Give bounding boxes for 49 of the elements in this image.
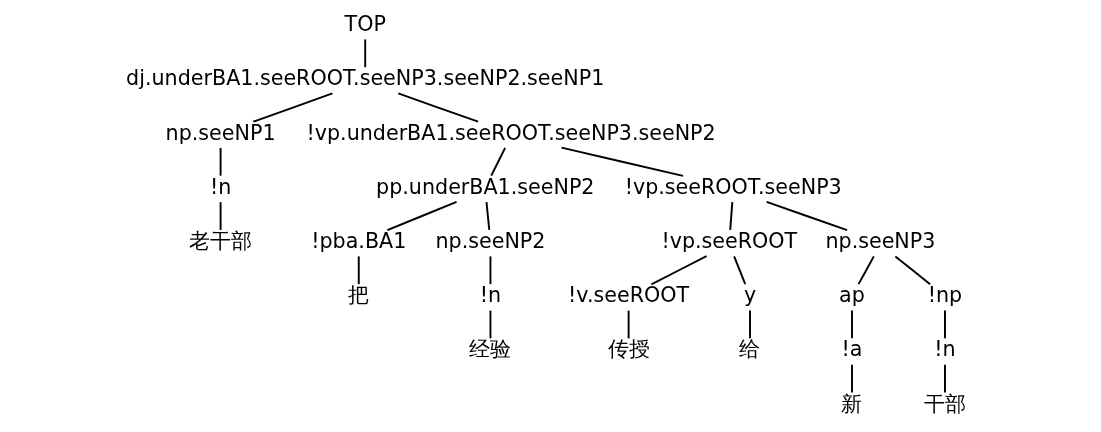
node-text: y [743, 283, 757, 308]
node-text: !n [934, 337, 956, 362]
connector [397, 92, 480, 123]
connector [560, 146, 684, 177]
connector [489, 255, 492, 286]
connector [729, 201, 734, 231]
connector [894, 255, 932, 286]
connector [490, 146, 507, 177]
connector [252, 92, 334, 123]
node-text: np.seeNP2 [435, 229, 546, 254]
node-text: !pba.BA1 [311, 229, 407, 254]
node-text: 经验 [469, 337, 512, 362]
node-text: !a [841, 337, 863, 362]
connector [627, 309, 630, 340]
connector [765, 200, 849, 232]
connector [489, 309, 492, 340]
node-text: np.seeNP3 [825, 229, 936, 254]
connector [851, 309, 853, 340]
node-text: !vp.seeROOT [661, 229, 798, 254]
connector [944, 309, 946, 340]
connector [944, 363, 946, 394]
node-text: 老干部 [189, 229, 253, 254]
node-text: ap [839, 283, 865, 308]
node-text: !v.seeROOT [568, 283, 690, 308]
connector [357, 255, 360, 286]
node-text: !n [209, 174, 232, 199]
connector [219, 201, 222, 231]
node-text: !vp.underBA1.seeROOT.seeNP3.seeNP2 [306, 120, 716, 145]
node-text: dj.underBA1.seeROOT.seeNP3.seeNP2.seeNP1 [126, 66, 605, 91]
connector [650, 255, 708, 286]
connector [364, 38, 367, 69]
connector [749, 309, 751, 340]
node-text: 把 [348, 283, 370, 308]
node-text: !np [927, 283, 963, 308]
node-text: 给 [739, 337, 761, 362]
node-text: TOP [344, 12, 386, 37]
node-text: 新 [841, 391, 863, 416]
node-text: !n [479, 283, 502, 308]
connector [857, 255, 875, 286]
node-text: pp.underBA1.seeNP2 [376, 174, 595, 199]
connector [733, 255, 747, 286]
connector [219, 146, 222, 177]
connector [851, 363, 853, 394]
node-text: 干部 [923, 391, 966, 416]
node-text: np.seeNP1 [165, 120, 276, 145]
connector [485, 201, 491, 231]
node-text: 传授 [607, 337, 650, 362]
node-text: !vp.seeROOT.seeNP3 [624, 174, 842, 199]
connector [386, 200, 458, 232]
